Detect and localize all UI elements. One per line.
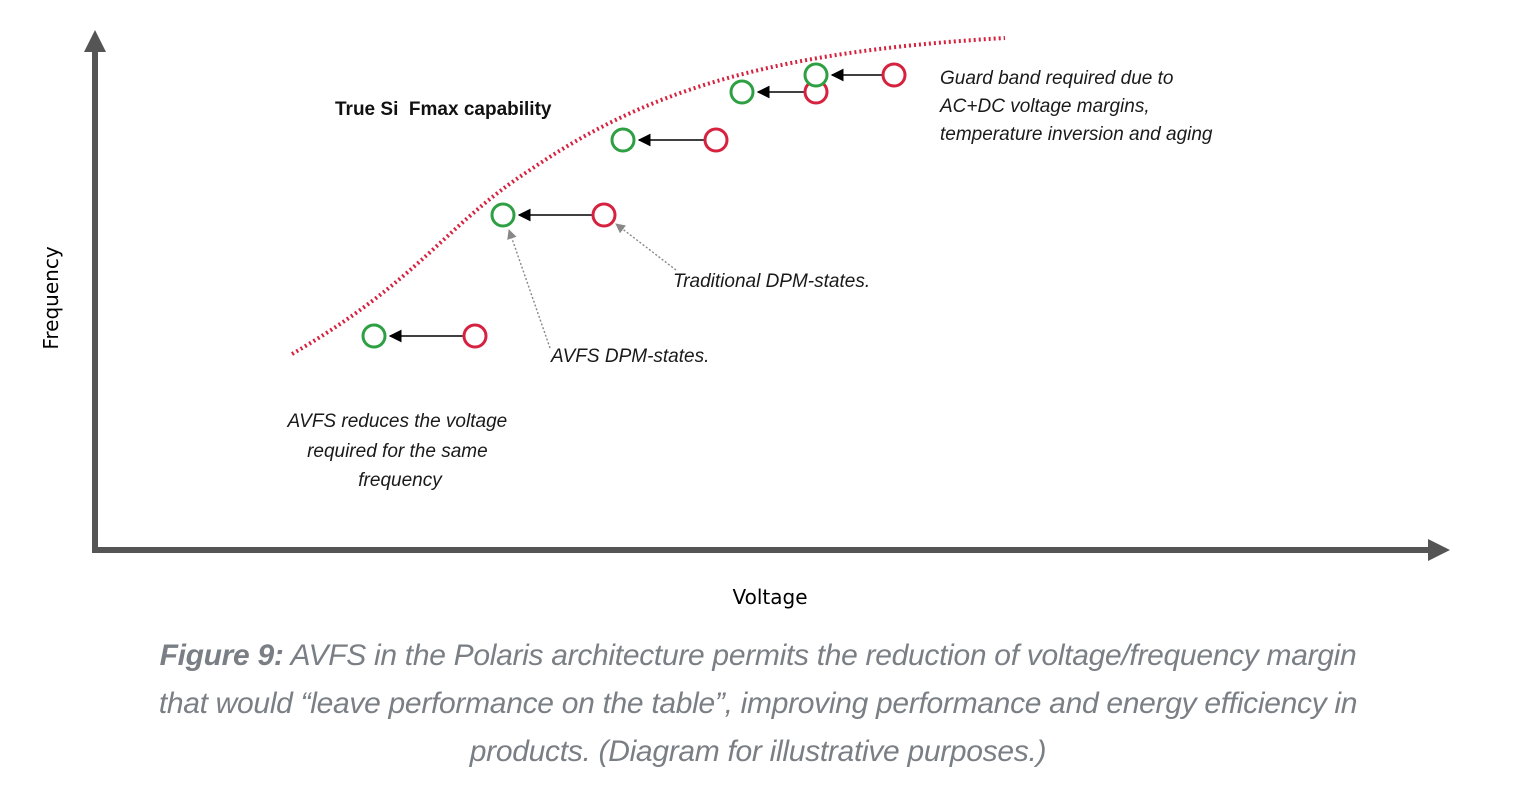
x-axis-arrowhead [1428, 539, 1450, 561]
guard-band-line-2: AC+DC voltage margins, [939, 96, 1150, 117]
traditional-leader-line [615, 223, 677, 271]
fmax-curve-label: True Si Fmax capability [335, 99, 552, 120]
reduction-line-2: required for the same [307, 441, 488, 462]
caption-line-2: that would “leave performance on the tab… [158, 687, 1358, 720]
caption-line-1-text: AVFS in the Polaris architecture permits… [283, 639, 1357, 672]
avfs-dpm-marker [490, 202, 516, 228]
guard-band-note: Guard band required due to AC+DC voltage… [939, 68, 1213, 145]
y-axis-title: Frequency [39, 246, 63, 349]
x-axis-title: Voltage [732, 585, 807, 609]
avfs-leader-line [507, 229, 551, 349]
voltage-reduction-note: AVFS reduces the voltage required for th… [287, 411, 513, 491]
avfs-dpm-marker [803, 62, 829, 88]
avfs-dpm-label: AVFS DPM-states. [550, 346, 709, 367]
avfs-dpm-marker [361, 323, 387, 349]
traditional-dpm-marker [881, 62, 907, 88]
reduction-line-1: AVFS reduces the voltage [287, 411, 508, 432]
reduction-line-3: frequency [358, 470, 443, 491]
figure-label: Figure 9: [159, 639, 284, 672]
avfs-dpm-marker [729, 79, 755, 105]
guard-band-line-1: Guard band required due to [940, 68, 1173, 89]
traditional-dpm-label: Traditional DPM-states. [673, 271, 870, 292]
guard-band-line-3: temperature inversion and aging [940, 124, 1213, 145]
caption-line-3: products. (Diagram for illustrative purp… [469, 735, 1047, 768]
traditional-dpm-marker [462, 323, 488, 349]
y-axis-arrowhead [84, 30, 106, 52]
fmax-capability-curve [290, 36, 1006, 356]
traditional-dpm-marker [591, 202, 617, 228]
figure-caption: Figure 9: AVFS in the Polaris architectu… [20, 632, 1496, 776]
dpm-state-pairs [361, 62, 907, 349]
caption-line-1: Figure 9: AVFS in the Polaris architectu… [20, 632, 1496, 680]
axes [84, 30, 1450, 561]
traditional-dpm-marker [703, 127, 729, 153]
avfs-dpm-marker [610, 127, 636, 153]
avfs-diagram: Voltage Frequency True Si Fmax capabilit… [39, 30, 1450, 609]
